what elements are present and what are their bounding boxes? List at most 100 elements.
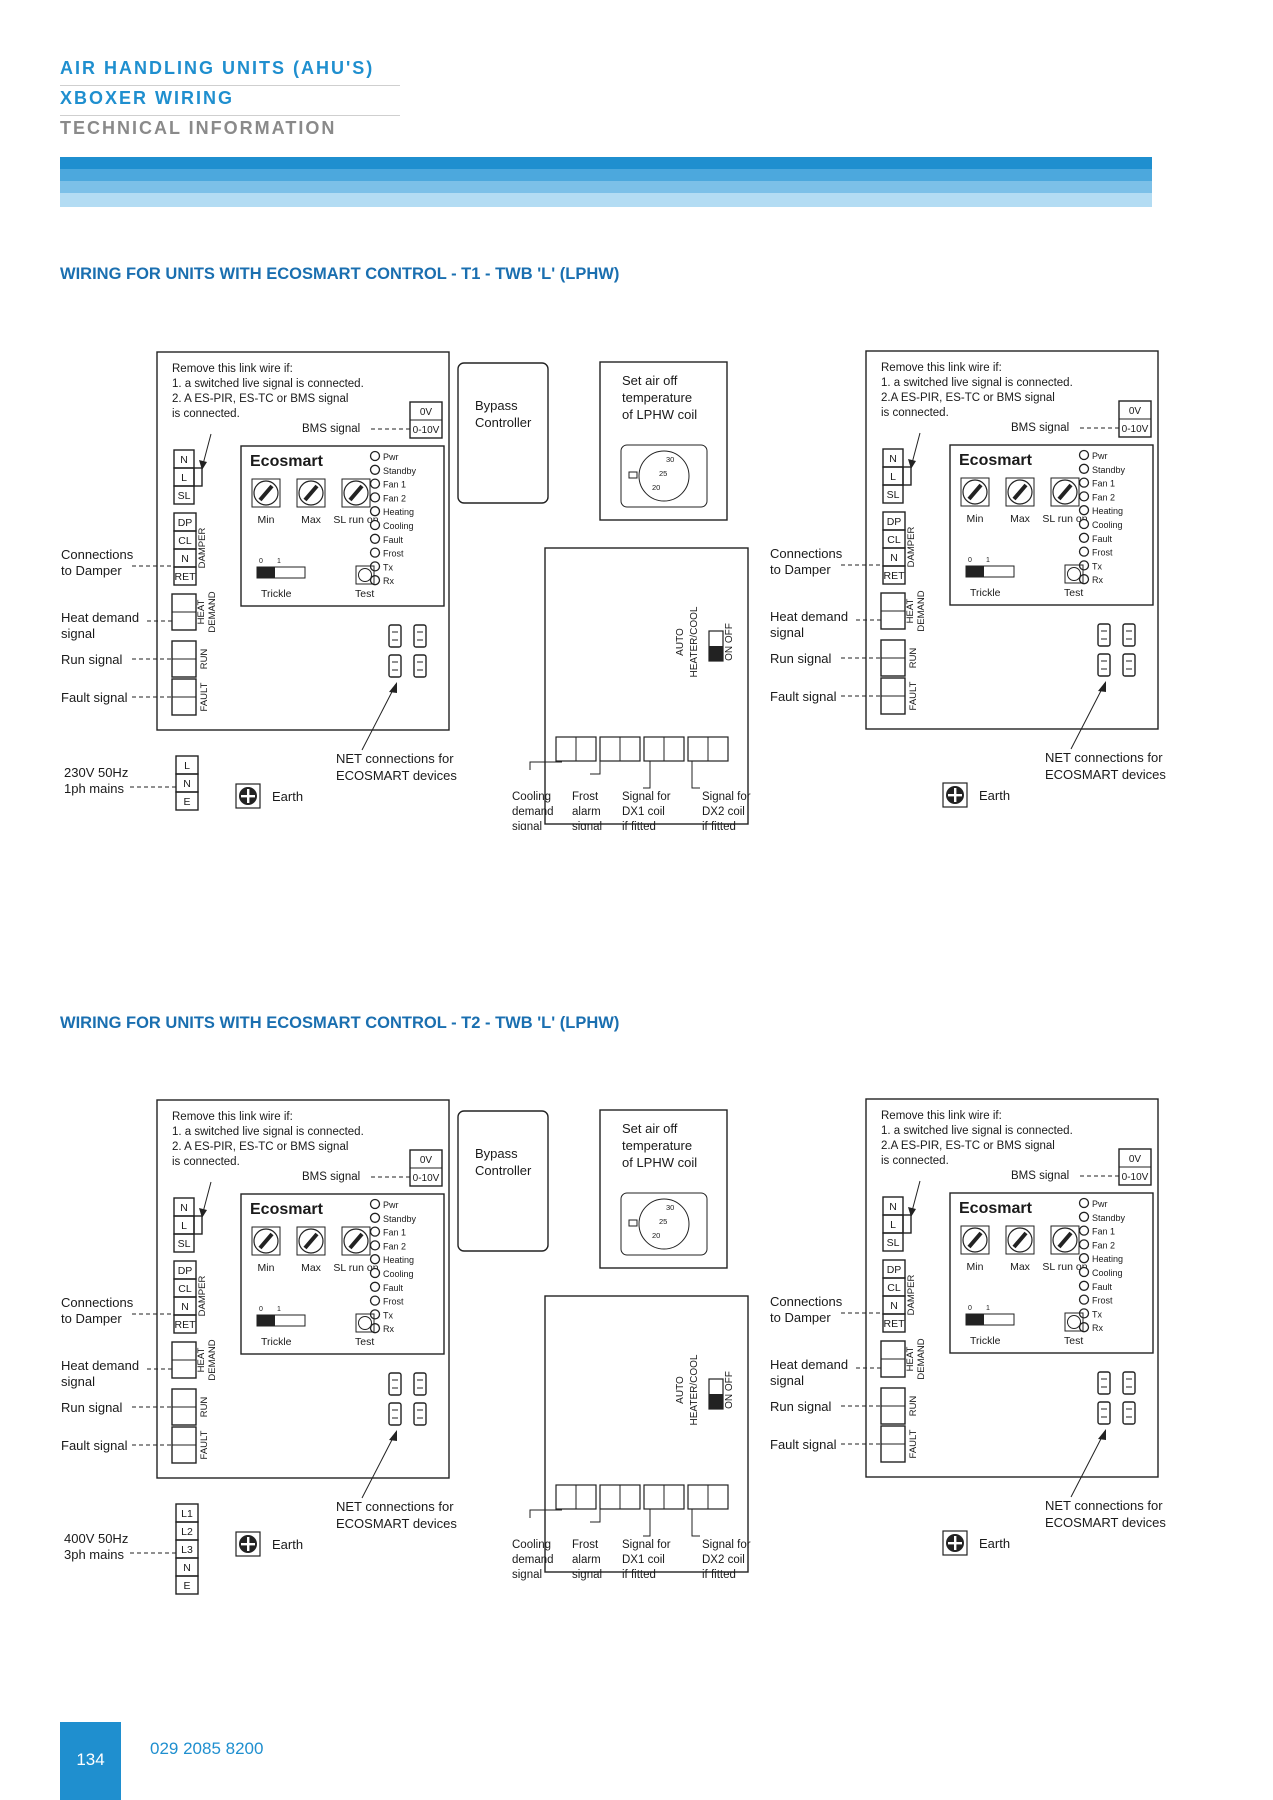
status-led-label: Fan 1 bbox=[1092, 479, 1115, 489]
heater-signal-label: Cooling bbox=[512, 791, 551, 803]
link-wire-note: 2. A ES-PIR, ES-TC or BMS signal bbox=[172, 1141, 348, 1153]
trickle-scale: 0 bbox=[968, 557, 972, 564]
dial-knob bbox=[1007, 1227, 1033, 1253]
heater-signal-label: demand bbox=[512, 806, 554, 818]
heat-vertical-label: HEAT bbox=[196, 599, 207, 624]
header-band bbox=[60, 181, 1152, 193]
supply-terminal-label: L bbox=[890, 1219, 896, 1231]
status-led bbox=[1078, 1253, 1090, 1264]
status-led bbox=[1078, 1266, 1090, 1278]
status-led-label: Rx bbox=[1092, 575, 1103, 585]
link-wire-note: 1. a switched live signal is connected. bbox=[172, 1126, 364, 1138]
arrow-head bbox=[908, 1207, 916, 1217]
status-led-label: Fan 1 bbox=[383, 1228, 406, 1238]
dial-label: Min bbox=[967, 1261, 984, 1273]
ecosmart-title: Ecosmart bbox=[250, 1201, 324, 1218]
mains-label: 230V 50Hz bbox=[64, 765, 128, 780]
damper-terminal-label: RET bbox=[884, 1318, 906, 1330]
heater-signal-label: if fitted bbox=[702, 821, 736, 830]
status-led bbox=[1078, 1239, 1090, 1250]
net-connector bbox=[413, 624, 427, 648]
supply-terminal-label: L bbox=[181, 472, 187, 484]
bypass-controller-label: Controller bbox=[475, 415, 532, 430]
connections-damper-label: to Damper bbox=[61, 1311, 122, 1326]
mode-switch-toggle bbox=[709, 646, 723, 661]
control-panel-frame bbox=[865, 1098, 1159, 1478]
status-led-label: Standby bbox=[383, 1214, 417, 1224]
dx1-lead bbox=[643, 761, 651, 789]
status-led-label: Tx bbox=[383, 1310, 393, 1320]
dial-frame bbox=[341, 478, 371, 508]
dial-pointer bbox=[258, 1232, 274, 1250]
arrow-head bbox=[908, 459, 916, 469]
earth-icon bbox=[241, 795, 255, 798]
header-band bbox=[60, 169, 1152, 181]
status-led-label: Fault bbox=[383, 1283, 404, 1293]
run-vertical-label: RUN bbox=[199, 649, 210, 670]
net-connections-label: NET connections for bbox=[336, 751, 454, 766]
status-led-label: Fault bbox=[1092, 1282, 1113, 1292]
mains-terminal-label: L3 bbox=[181, 1544, 193, 1556]
earth-icon bbox=[241, 1543, 255, 1546]
heater-cooler-box bbox=[544, 547, 749, 825]
damper-terminal-label: N bbox=[890, 552, 898, 564]
bms-terminal-label: 0V bbox=[1129, 406, 1142, 417]
status-led-label: Fan 1 bbox=[1092, 1227, 1115, 1237]
trickle-scale: 1 bbox=[986, 557, 990, 564]
dial-label: SL run on bbox=[1042, 1261, 1087, 1273]
supply-terminal bbox=[882, 484, 904, 504]
heat-demand-label: Heat demand bbox=[61, 610, 139, 625]
status-led-label: Fan 2 bbox=[1092, 1240, 1115, 1250]
heater-signal-label: signal bbox=[572, 1569, 602, 1581]
status-led bbox=[1078, 532, 1090, 543]
dial-frame bbox=[1005, 477, 1035, 507]
status-led-label: Heating bbox=[383, 1255, 414, 1265]
damper-terminal-label: DP bbox=[887, 516, 902, 528]
supply-terminal-label: SL bbox=[887, 1237, 900, 1249]
status-led bbox=[369, 1281, 381, 1292]
mains-terminal-label: L bbox=[184, 760, 190, 772]
thermostat-scale: 20 bbox=[652, 483, 660, 492]
dial-label: SL run on bbox=[1042, 513, 1087, 525]
bms-terminal-label: 0V bbox=[1129, 1154, 1142, 1165]
status-led-label: Rx bbox=[383, 576, 394, 586]
status-led-label: Tx bbox=[1092, 1309, 1102, 1319]
on-off-label: ON OFF bbox=[724, 1371, 735, 1409]
earth-label: Earth bbox=[979, 1536, 1010, 1551]
damper-terminal bbox=[882, 1313, 906, 1333]
net-connector bbox=[388, 624, 402, 648]
heater-cool-label: HEATER/COOL bbox=[689, 1354, 700, 1425]
bms-signal-label: BMS signal bbox=[1011, 1170, 1069, 1182]
cooling-lead bbox=[529, 761, 562, 770]
trickle-scale: 0 bbox=[968, 1305, 972, 1312]
net-connector bbox=[1122, 1401, 1136, 1425]
damper-terminal-label: DP bbox=[178, 1265, 193, 1277]
thermostat-dial bbox=[638, 1198, 690, 1250]
heat-vertical-label: HEAT bbox=[196, 1347, 207, 1372]
damper-vertical-label: DAMPER bbox=[906, 527, 917, 568]
test-button-frame bbox=[355, 1313, 375, 1333]
net-connector bbox=[388, 1402, 402, 1426]
mains-label: 1ph mains bbox=[64, 781, 124, 796]
net-connector bbox=[413, 654, 427, 678]
header-category: TECHNICAL INFORMATION bbox=[60, 118, 337, 138]
thermostat-scale: 25 bbox=[659, 1217, 667, 1226]
header-divider bbox=[60, 85, 400, 86]
link-wire bbox=[193, 1215, 203, 1235]
link-wire-note: 1. a switched live signal is connected. bbox=[881, 377, 1073, 389]
auto-label: AUTO bbox=[675, 628, 686, 656]
run-signal-label: Run signal bbox=[61, 1400, 123, 1415]
fault-vertical-label: FAULT bbox=[199, 1430, 210, 1459]
trickle-switch-toggle bbox=[966, 1314, 984, 1325]
mains-terminal-label: L2 bbox=[181, 1526, 193, 1538]
heater-signal-label: Signal for bbox=[622, 1539, 671, 1551]
fault-vertical-label: FAULT bbox=[199, 682, 210, 711]
link-wire-note: 1. a switched live signal is connected. bbox=[881, 1125, 1073, 1137]
status-led-label: Cooling bbox=[383, 1269, 414, 1279]
bypass-controller-label: Bypass bbox=[475, 1146, 518, 1161]
run-signal-label: Run signal bbox=[770, 651, 832, 666]
run-signal-label: Run signal bbox=[770, 1399, 832, 1414]
heater-signal-label: Cooling bbox=[512, 1539, 551, 1551]
section-title-t2: WIRING FOR UNITS WITH ECOSMART CONTROL -… bbox=[60, 1014, 620, 1032]
status-led bbox=[369, 533, 381, 544]
